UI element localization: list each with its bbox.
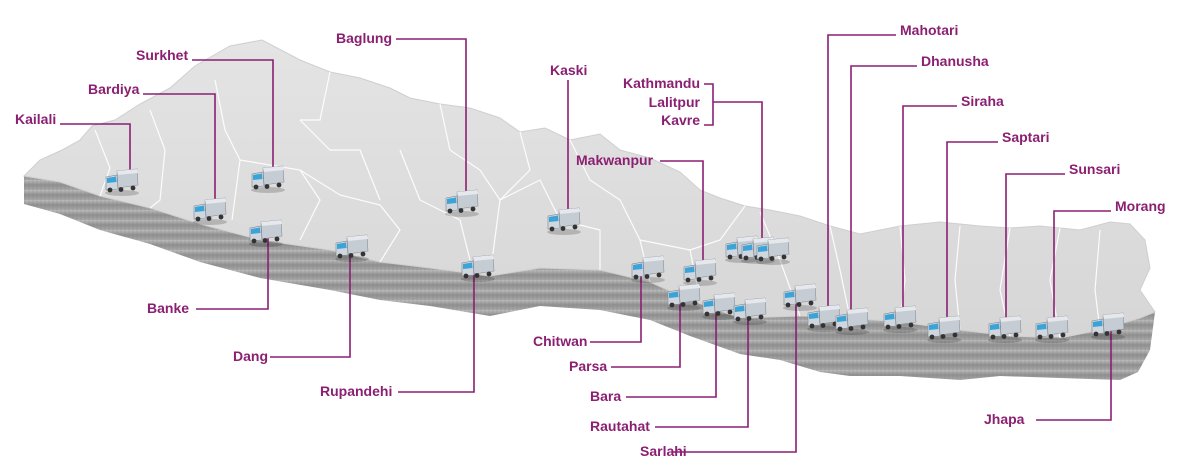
truck-icon — [193, 197, 227, 225]
map-surface — [22, 39, 1156, 339]
leader-line-baglung — [396, 38, 467, 198]
district-label-surkhet: Surkhet — [136, 47, 188, 63]
leader-line-kailali — [60, 123, 131, 178]
district-label-dang: Dang — [233, 348, 268, 364]
district-label-kaski: Kaski — [550, 62, 587, 78]
leader-line-saptari — [946, 141, 998, 323]
leader-line-jhapa — [1036, 330, 1112, 421]
district-label-makwanpur: Makwanpur — [576, 152, 654, 168]
district-label-baglung: Baglung — [336, 30, 392, 46]
truck-icon — [445, 189, 479, 217]
truck-icon — [249, 219, 283, 247]
leader-line-sunsari — [1005, 173, 1065, 323]
district-label-bardiya: Bardiya — [88, 81, 140, 97]
leader-line-parsa — [611, 300, 681, 368]
district-label-kathmandu: Kathmandu — [623, 75, 700, 91]
district-label-saptari: Saptari — [1002, 129, 1049, 145]
district-label-kailali: Kailali — [15, 111, 56, 127]
leader-line-bara — [626, 308, 717, 398]
district-label-jhapa: Jhapa — [984, 411, 1025, 427]
district-label-mahotari: Mahotari — [900, 22, 958, 38]
truck-icon — [1091, 312, 1125, 340]
leader-line-mahotari — [827, 34, 896, 312]
truck-icon — [683, 258, 717, 286]
truck-markers — [105, 165, 1125, 343]
truck-icon — [783, 283, 817, 311]
truck-icon — [883, 305, 917, 333]
leader-line-dhanusha — [850, 65, 917, 315]
leader-line-siraha — [902, 105, 957, 315]
truck-icon — [702, 292, 736, 320]
leader-line-rupandehi — [398, 274, 475, 393]
district-label-lalitpur: Lalitpur — [649, 94, 701, 110]
truck-icon — [105, 168, 139, 196]
district-label-kavre: Kavre — [661, 112, 700, 128]
district-label-banke: Banke — [147, 300, 189, 316]
leader-line-chitwan — [590, 272, 642, 343]
leader-lines — [60, 34, 1112, 453]
district-label-morang: Morang — [1115, 198, 1166, 214]
leader-line-banke — [196, 238, 269, 310]
district-label-rupandehi: Rupandehi — [320, 383, 392, 399]
truck-icon — [251, 165, 285, 193]
truck-icon — [335, 234, 369, 262]
leader-line-kathmandu — [704, 83, 714, 126]
truck-icon — [807, 304, 841, 332]
truck-icon — [461, 254, 495, 282]
district-label-sunsari: Sunsari — [1069, 161, 1120, 177]
district-label-parsa: Parsa — [569, 358, 607, 374]
truck-icon — [1035, 315, 1069, 343]
leader-line-bardiya — [143, 93, 216, 205]
leader-line-surkhet — [192, 59, 274, 173]
leader-line-sarlahi — [672, 300, 797, 453]
map-extrusion — [24, 176, 1155, 380]
truck-icon — [667, 283, 701, 311]
district-label-sarlahi: Sarlahi — [640, 443, 687, 459]
truck-icon — [631, 255, 665, 283]
leader-line-rautahat — [655, 315, 749, 428]
truck-icon — [988, 315, 1022, 343]
truck-icon — [927, 315, 961, 343]
district-label-dhanusha: Dhanusha — [921, 53, 989, 69]
district-label-bara: Bara — [590, 388, 621, 404]
district-label-siraha: Siraha — [961, 93, 1004, 109]
district-label-rautahat: Rautahat — [590, 418, 650, 434]
leader-line-lalitpur — [713, 101, 763, 245]
truck-icon — [756, 237, 790, 265]
leader-line-dang — [270, 252, 351, 358]
truck-icon — [733, 297, 767, 325]
truck-icon — [547, 207, 581, 235]
leader-line-makwanpur — [660, 160, 704, 266]
district-label-chitwan: Chitwan — [533, 333, 587, 349]
leader-line-morang — [1053, 210, 1111, 323]
truck-icon — [835, 307, 869, 335]
